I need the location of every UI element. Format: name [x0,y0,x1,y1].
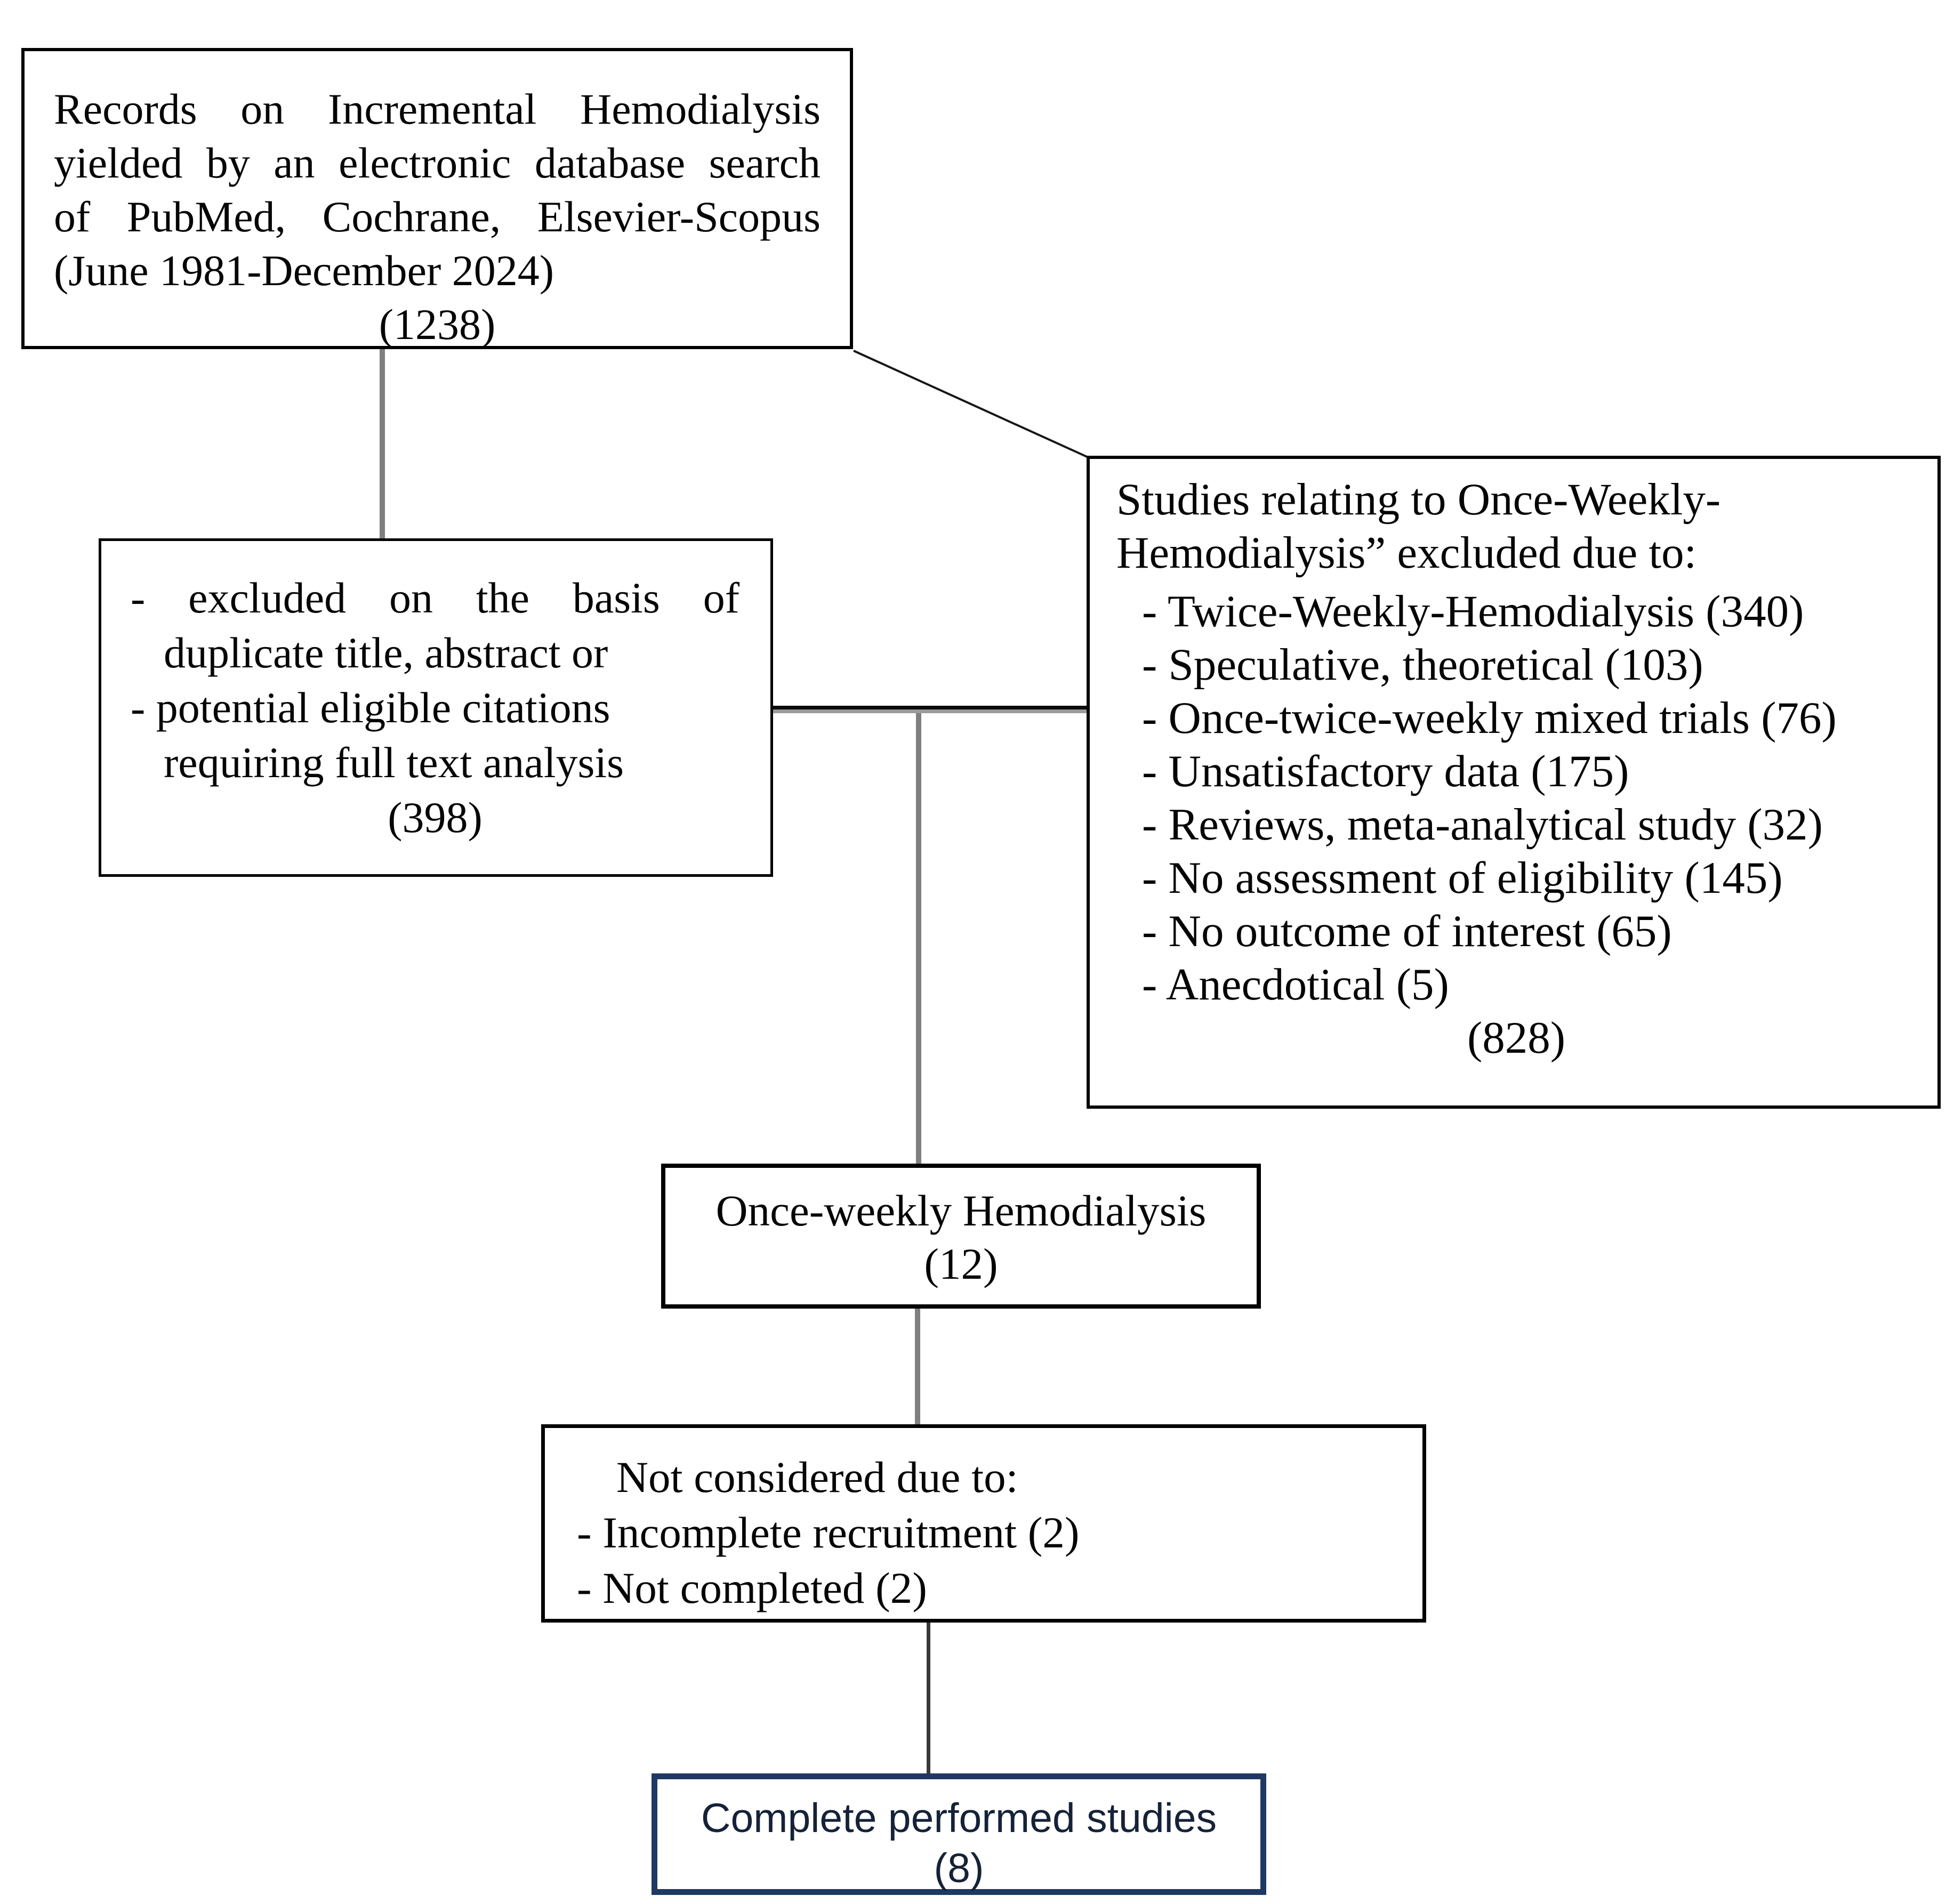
complete-studies-count: (8) [934,1845,984,1891]
once-weekly-title: Once-weekly Hemodialysis [715,1186,1207,1235]
complete-studies-title: Complete performed studies [701,1795,1217,1841]
exclusion-item: - Anecdotical (5) [1142,959,1449,1010]
exclusion-item: - Speculative, theoretical (103) [1142,640,1703,690]
once-weekly-exclusions-box: Studies relating to Once-Weekly- Hemodia… [1087,456,1941,1109]
screening-count: (398) [388,793,483,842]
connector-records-to-screening [380,349,385,538]
exclusion-item: - Unsatisfactory data (175) [1142,746,1629,796]
screening-bullet-continuation: requiring full text analysis [164,738,624,787]
connector-horizontal-gray [773,709,1087,713]
exclusion-item: - Twice-Weekly-Hemodialysis (340) [1142,586,1804,636]
not-considered-item: - Incomplete recruitment (2) [577,1508,1080,1557]
records-line: Records on Incremental Hemodialysis [54,85,821,133]
exclusions-title: Studies relating to Once-Weekly- [1116,474,1721,525]
not-considered-item: - Not completed (2) [577,1563,927,1612]
connector-not-considered-to-complete [927,1623,930,1773]
exclusions-title: Hemodialysis” excluded due to: [1116,528,1697,578]
connector-once-weekly-to-not-considered [915,1309,920,1424]
records-box: Records on Incremental Hemodialysis yiel… [21,48,853,349]
not-considered-box: Not considered due to: - Incomplete recr… [541,1424,1426,1623]
once-weekly-count: (12) [924,1239,998,1288]
exclusion-item: - No assessment of eligibility (145) [1142,853,1783,903]
screening-bullet: - potential eligible citations [131,683,610,732]
screening-excluded-box: - excluded on the basis of duplicate tit… [99,538,773,877]
records-date-range: (June 1981-December 2024) [54,246,554,295]
screening-bullet-continuation: duplicate title, abstract or [164,628,608,677]
records-line: of PubMed, Cochrane, Elsevier-Scopus [54,192,821,241]
exclusions-count: (828) [1467,1013,1566,1063]
connector-down-to-once-weekly [916,713,921,1164]
once-weekly-box: Once-weekly Hemodialysis (12) [661,1164,1261,1309]
exclusion-item: - No outcome of interest (65) [1142,906,1672,956]
records-line: yielded by an electronic database search [54,139,821,187]
connector-horizontal-black [773,706,1087,709]
exclusion-item: - Reviews, meta-analytical study (32) [1142,800,1823,850]
records-count: (1238) [379,300,496,349]
complete-studies-box: Complete performed studies (8) [652,1773,1266,1895]
screening-bullet: - excluded on the basis of [131,574,739,622]
not-considered-title: Not considered due to: [616,1453,1018,1502]
exclusion-item: - Once-twice-weekly mixed trials (76) [1142,693,1837,743]
